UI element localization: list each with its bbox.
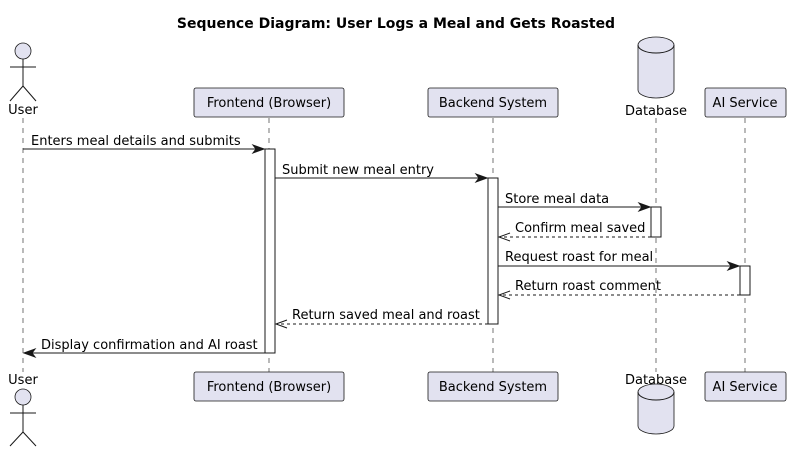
message-label: Store meal data xyxy=(505,192,609,207)
participant-frontend-top: Frontend (Browser) xyxy=(193,87,345,118)
arrowhead xyxy=(474,172,489,184)
message-1: Enters meal details and submits xyxy=(23,134,266,155)
message-5: Request roast for meal xyxy=(498,250,741,272)
message-label: Request roast for meal xyxy=(505,250,653,265)
participant-backend-bottom: Backend System xyxy=(427,371,559,402)
arrowhead xyxy=(274,319,288,329)
message-3: Store meal data xyxy=(498,192,652,213)
participant-box xyxy=(193,87,345,118)
database-cylinder-icon xyxy=(637,36,675,99)
actor-user-top: User xyxy=(8,42,38,118)
message-7: Return saved meal and roast xyxy=(274,308,488,329)
arrowhead xyxy=(726,260,741,272)
message-8: Display confirmation and AI roast xyxy=(22,338,265,359)
participant-label-backend-bottom: Backend System xyxy=(439,380,547,395)
arrowhead xyxy=(637,201,652,213)
participant-box xyxy=(427,87,559,118)
message-label: Enters meal details and submits xyxy=(31,134,241,149)
message-label: Return saved meal and roast xyxy=(292,308,480,323)
message-label: Display confirmation and AI roast xyxy=(41,338,258,353)
message-label: Confirm meal saved xyxy=(515,221,645,236)
message-6: Return roast comment xyxy=(497,279,740,300)
participant-label-database-bottom: Database xyxy=(625,373,687,388)
activation-ai-service xyxy=(739,265,751,296)
message-2: Submit new meal entry xyxy=(275,163,489,184)
actor-user-bottom: User xyxy=(8,373,38,447)
activation-backend xyxy=(487,177,499,325)
participant-frontend-bottom: Frontend (Browser) xyxy=(193,371,345,402)
participant-label-database-top: Database xyxy=(625,104,687,119)
activation-frontend xyxy=(264,148,276,354)
person-icon xyxy=(9,42,37,102)
participant-box xyxy=(427,371,559,402)
activation-database xyxy=(650,206,662,238)
participant-ai-service-bottom: AI Service xyxy=(704,371,787,402)
participant-backend-top: Backend System xyxy=(427,87,559,118)
participant-label-frontend-top: Frontend (Browser) xyxy=(207,96,331,111)
message-label: Return roast comment xyxy=(515,279,661,294)
participant-box xyxy=(193,371,345,402)
participant-box xyxy=(704,371,787,402)
participant-database-bottom: Database xyxy=(625,373,687,435)
participant-database-top: Database xyxy=(625,36,687,119)
participant-label-user-bottom: User xyxy=(8,373,38,388)
arrowhead xyxy=(251,143,266,155)
arrowhead xyxy=(497,290,511,300)
arrowhead xyxy=(22,347,37,359)
participant-label-backend-top: Backend System xyxy=(439,96,547,111)
database-cylinder-icon xyxy=(637,383,675,435)
participant-box xyxy=(704,87,787,118)
participant-label-user-top: User xyxy=(8,103,38,118)
arrowhead xyxy=(497,232,511,242)
participant-label-ai-service-bottom: AI Service xyxy=(713,380,778,395)
diagram-title: Sequence Diagram: User Logs a Meal and G… xyxy=(177,16,615,32)
message-label: Submit new meal entry xyxy=(282,163,434,178)
participant-label-ai-service-top: AI Service xyxy=(713,96,778,111)
participant-ai-service-top: AI Service xyxy=(704,87,787,118)
message-4: Confirm meal saved xyxy=(497,221,651,242)
participant-label-frontend-bottom: Frontend (Browser) xyxy=(207,380,331,395)
person-icon xyxy=(9,388,37,447)
